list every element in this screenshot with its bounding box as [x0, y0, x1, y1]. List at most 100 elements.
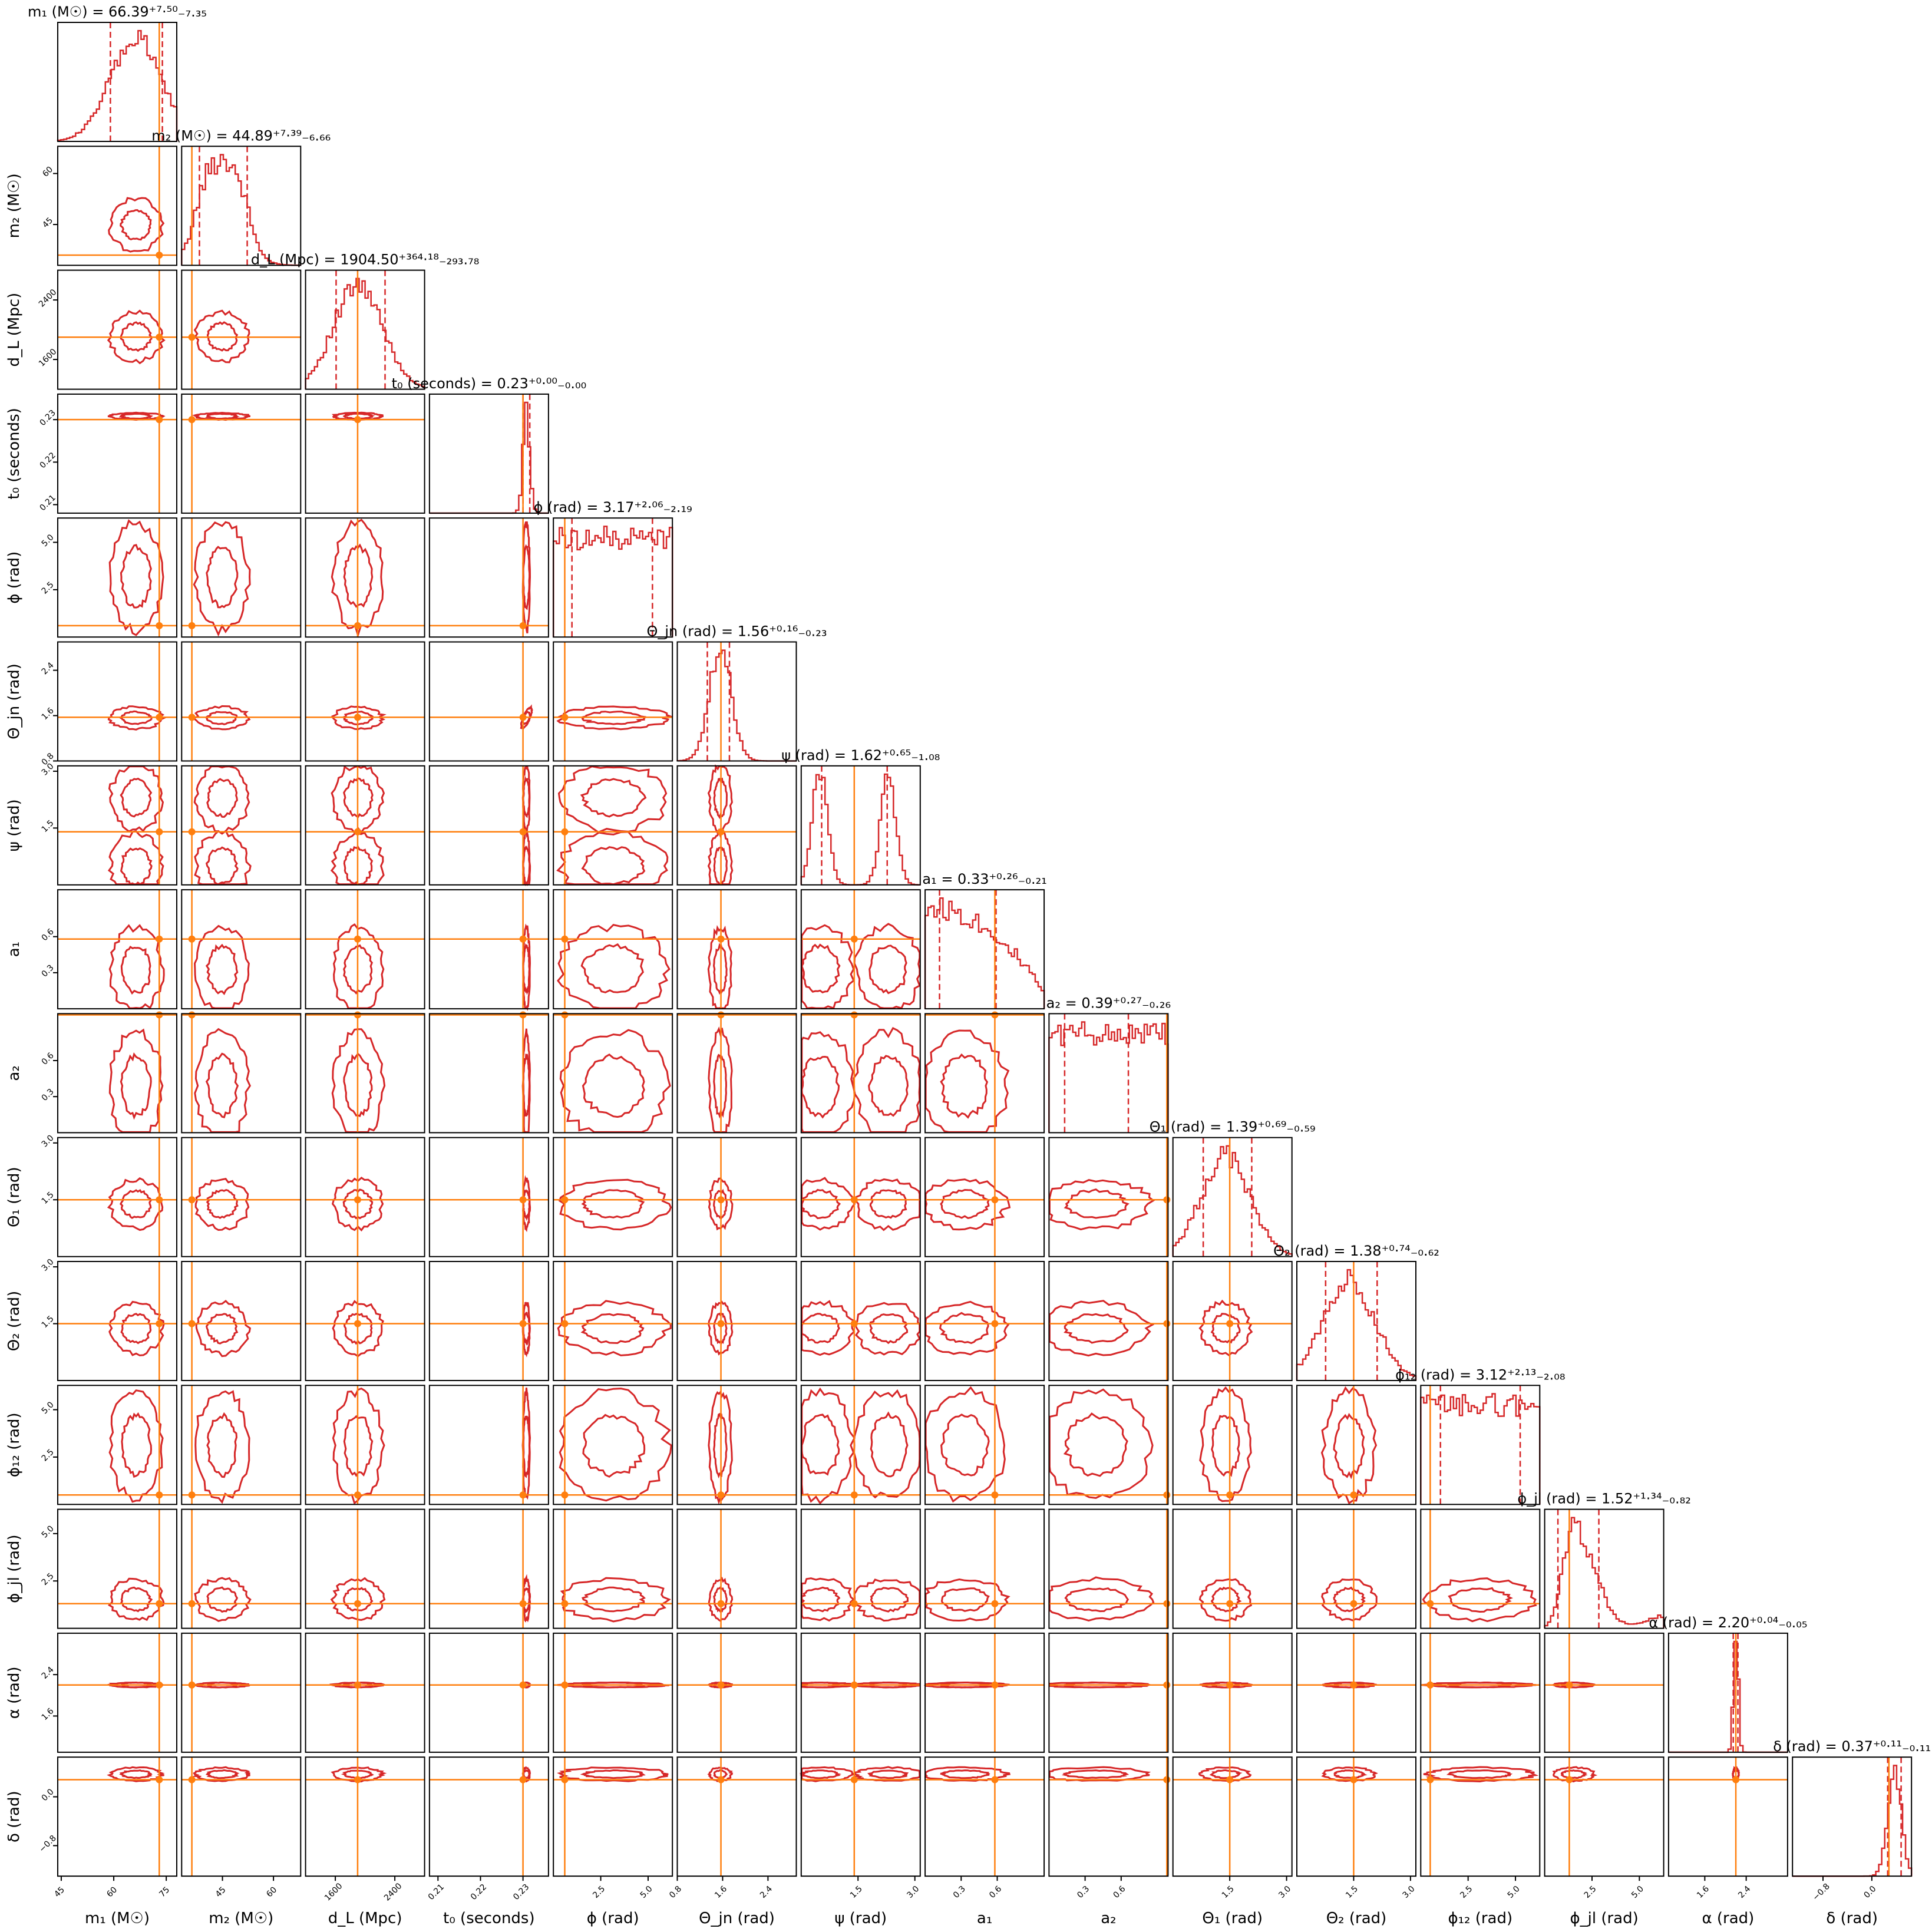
frame-a-vs-rad	[800, 1013, 921, 1134]
contour-inner-rad-vs-m-m	[206, 546, 239, 609]
truth-marker-jl-rad-vs-a	[1163, 1600, 1171, 1607]
truth-marker-rad-vs-jn-rad	[717, 1776, 725, 1784]
title-m-m: m₁ (M☉) = 66.39⁺⁷·⁵⁰₋₇.₃₅	[28, 4, 207, 20]
panel-rad-vs-t-seconds	[428, 1261, 549, 1381]
truth-marker-rad-vs-d-l-mpc	[354, 1320, 361, 1327]
panel-rad-vs-m-m	[181, 765, 302, 886]
x-tick-label-m-m: 60	[265, 1885, 279, 1899]
truth-marker-rad-vs-m-m	[156, 1681, 163, 1689]
frame-rad-vs-m-m	[181, 1756, 302, 1877]
truth-marker-rad-vs-d-l-mpc	[354, 1776, 361, 1784]
contour-outer-a-vs-rad	[801, 924, 855, 1010]
truth-marker-rad-vs-rad	[850, 1776, 858, 1784]
truth-marker-a-vs-d-l-mpc	[354, 1011, 361, 1019]
truth-marker-rad-vs-jl-rad	[1566, 1681, 1573, 1689]
x-tick-label-rad: 1.5	[1344, 1884, 1360, 1900]
frame-jl-rad-vs-rad	[1172, 1508, 1293, 1629]
y-tick-label-rad: 5.0	[40, 533, 56, 549]
truth-marker-rad-vs-rad	[1350, 1491, 1358, 1499]
y-axis-label-rad: α (rad)	[5, 1666, 23, 1719]
truth-marker-rad-vs-t-seconds	[519, 1196, 527, 1204]
panel-jl-rad-vs-a	[924, 1508, 1045, 1629]
frame-jl-rad-vs-rad	[1420, 1508, 1541, 1629]
truth-marker-jl-rad-vs-t-seconds	[519, 1600, 527, 1607]
y-axis-label-rad: ϕ₁₂ (rad)	[5, 1412, 23, 1477]
x-tick-label-a: 0.6	[1111, 1884, 1127, 1900]
contour-outer-rad-vs-rad	[853, 1389, 921, 1499]
truth-marker-a-vs-rad	[561, 1011, 569, 1019]
x-tick-label-a: 0.3	[952, 1884, 967, 1900]
y-tick-label-rad: −0.8	[37, 1834, 58, 1854]
panel-rad-vs-m-m	[57, 1261, 177, 1381]
x-tick-label-rad: −0.8	[1811, 1882, 1831, 1903]
truth-marker-rad-vs-rad	[1350, 1776, 1358, 1784]
contour-outer-a-vs-m-m	[193, 924, 250, 1009]
contour-outer-a-vs-rad	[852, 1027, 921, 1133]
frame-jl-rad-vs-d-l-mpc	[305, 1508, 425, 1629]
contour-inner-a-vs-m-m	[205, 1052, 239, 1119]
histogram-t-seconds	[429, 401, 549, 514]
panel-jl-rad-vs-d-l-mpc	[305, 1508, 425, 1629]
panel-d-l-mpc-vs-m-m	[181, 269, 302, 390]
y-tick-label-rad: 2.5	[40, 1448, 56, 1464]
frame-a	[1048, 1013, 1169, 1134]
diag-panel-rad: Θ₁ (rad) = 1.39⁺⁰·⁶⁹₋₀.₅₉	[1150, 1119, 1316, 1257]
y-axis-label-jl-rad: ϕ_jl (rad)	[5, 1534, 23, 1603]
contour-inner-rad-vs-rad	[1446, 1769, 1513, 1779]
contour-outer-a-vs-jn-rad	[707, 925, 732, 1009]
contour-outer-rad-vs-rad	[801, 1177, 856, 1231]
y-axis-label-jn-rad: Θ_jn (rad)	[5, 663, 23, 739]
contour-inner-rad-vs-jl-rad	[1560, 1769, 1588, 1779]
panel-rad-vs-rad	[1172, 1261, 1293, 1381]
truth-marker-d-l-mpc-vs-m-m	[156, 333, 163, 341]
truth-marker-t-seconds-vs-m-m	[188, 416, 196, 424]
contour-outer-jl-rad-vs-a	[924, 1578, 1010, 1622]
y-axis-label-d-l-mpc: d_L (Mpc)	[5, 293, 23, 367]
contour-inner-rad-vs-rad	[1333, 1412, 1365, 1479]
frame-jl-rad-vs-m-m	[57, 1508, 177, 1629]
frame-rad	[553, 517, 673, 638]
panel-rad-vs-t-seconds	[428, 765, 549, 887]
y-tick-label-a: 0.6	[40, 927, 56, 943]
truth-marker-a-vs-m-m	[188, 935, 196, 943]
y-tick-label-rad: 5.0	[40, 1400, 56, 1416]
contour-inner-jl-rad-vs-m-m	[206, 1586, 239, 1613]
frame-d-l-mpc-vs-m-m	[181, 269, 302, 390]
contour-inner-rad-vs-m-m	[206, 1412, 238, 1478]
contour-inner-rad-vs-a	[1064, 1188, 1130, 1219]
panel-jn-rad-vs-d-l-mpc	[305, 641, 425, 762]
contour-outer-rad-vs-rad	[557, 765, 668, 834]
contour-outer-rad-vs-d-l-mpc	[331, 1176, 384, 1232]
contour-outer-rad-vs-rad	[801, 1387, 856, 1505]
contour-inner-rad-vs-jn-rad	[713, 846, 728, 886]
truth-marker-rad-vs-t-seconds	[519, 1681, 527, 1689]
frame-rad-vs-a	[924, 1385, 1045, 1505]
truth-marker-a-vs-jn-rad	[717, 1011, 725, 1019]
panel-rad-vs-a	[924, 1261, 1045, 1381]
panel-a-vs-d-l-mpc	[305, 1011, 425, 1134]
contour-inner-jn-rad-vs-m-m	[205, 711, 238, 725]
panel-rad-vs-rad	[553, 765, 673, 886]
panel-t-seconds-vs-d-l-mpc	[305, 393, 425, 514]
frame-a-vs-rad	[553, 1013, 673, 1134]
frame-a-vs-rad	[800, 889, 921, 1010]
frame-a-vs-d-l-mpc	[305, 889, 425, 1010]
contour-outer-jl-rad-vs-rad	[853, 1578, 921, 1622]
truth-marker-rad-vs-rad	[850, 1196, 858, 1204]
panel-jl-rad-vs-m-m	[181, 1508, 302, 1629]
truth-marker-rad-vs-rad	[561, 1681, 569, 1689]
truth-marker-rad-vs-m-m	[156, 828, 163, 835]
truth-marker-a-vs-m-m	[188, 1011, 196, 1019]
frame-a-vs-m-m	[57, 889, 177, 1010]
panel-rad-vs-m-m	[181, 1261, 302, 1381]
truth-marker-rad-vs-a	[991, 1196, 999, 1204]
contour-outer-rad-vs-m-m	[108, 1389, 164, 1503]
diag-panel-a: a₁ = 0.33⁺⁰·²⁶₋₀.₂₁	[922, 871, 1047, 1010]
y-tick-label-rad: 2.4	[40, 1665, 56, 1681]
contour-inner-rad-vs-d-l-mpc	[343, 777, 374, 819]
frame-rad-vs-a	[1048, 1756, 1169, 1877]
x-axis-label-m-m: m₁ (M☉)	[85, 1910, 150, 1927]
truth-marker-rad-vs-d-l-mpc	[354, 1196, 361, 1204]
panel-rad-vs-a	[1048, 1632, 1171, 1753]
frame-d-l-mpc	[305, 269, 425, 390]
